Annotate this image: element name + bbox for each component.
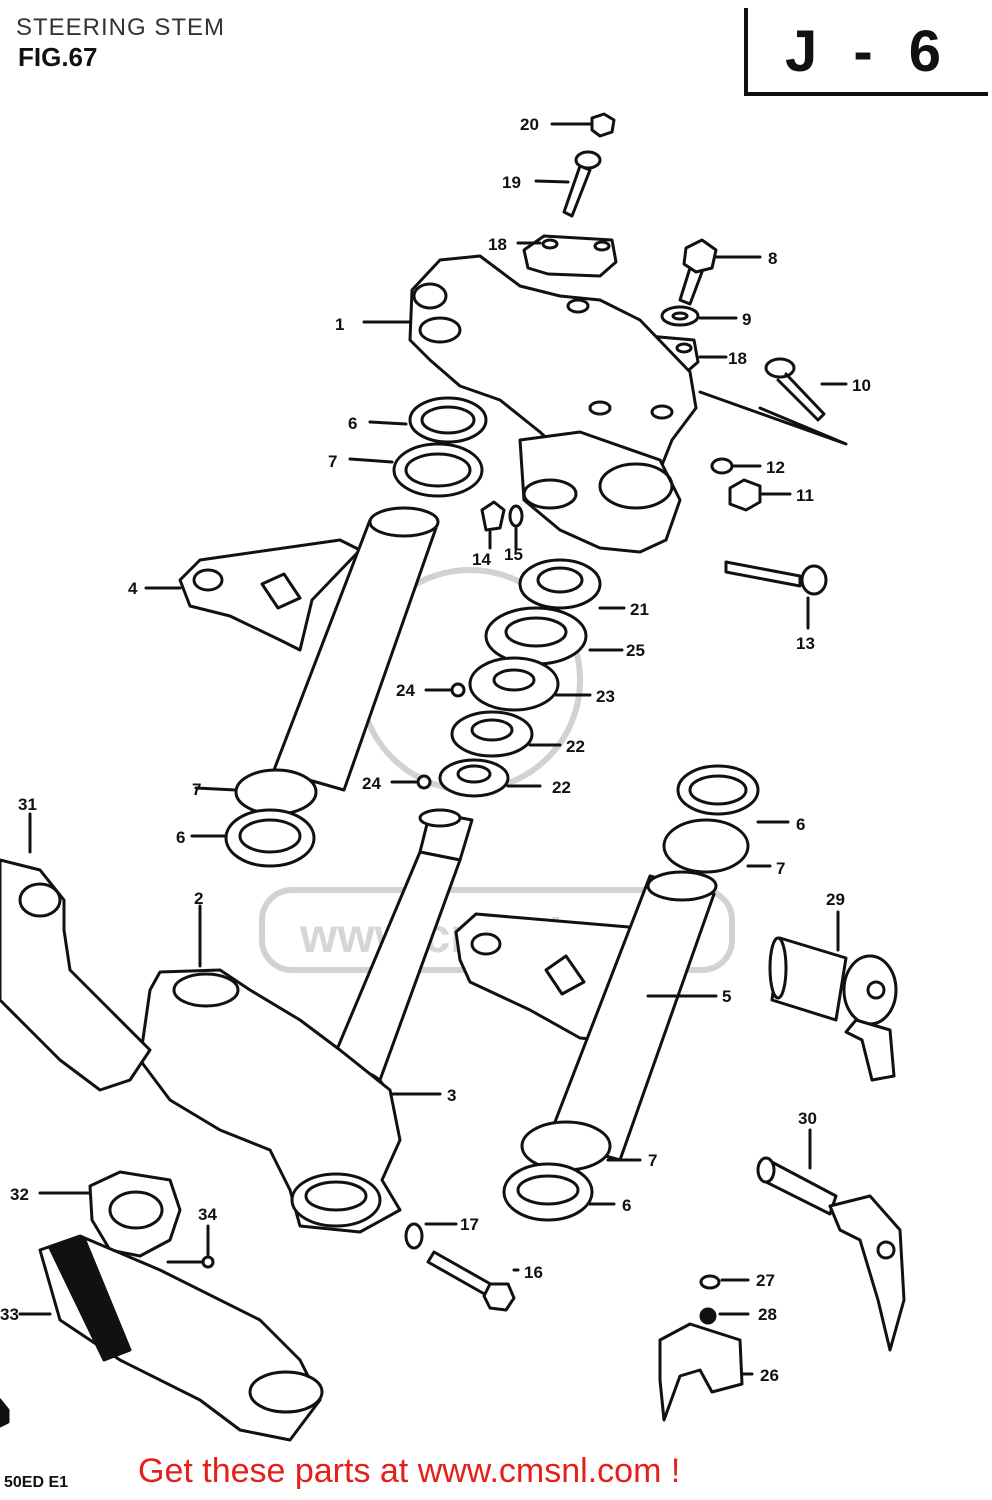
part-16-bolt (426, 1250, 520, 1312)
part-1-upper-bracket (362, 254, 698, 554)
callout-22-lower: 22 (552, 778, 571, 797)
part-26-lock-set (658, 1322, 754, 1422)
callout-24-upper: 24 (396, 681, 415, 700)
callout-34: 34 (198, 1205, 217, 1224)
callout-26: 26 (760, 1366, 779, 1385)
part-33-plate (18, 1234, 324, 1442)
part-9-washer (660, 305, 738, 327)
part-edge-fragment (0, 1398, 10, 1428)
callout-9: 9 (742, 310, 751, 329)
callout-12: 12 (766, 458, 785, 477)
callout-21: 21 (630, 600, 649, 619)
part-29-lock (768, 910, 898, 1082)
part-8-hex-bolt (678, 238, 762, 306)
callout-23: 23 (596, 687, 615, 706)
callout-24-lower: 24 (362, 774, 381, 793)
part-24-steel-ball-lower (390, 774, 432, 790)
callout-31: 31 (18, 795, 37, 814)
callout-labels: 1 2 3 4 5 6 6 6 6 7 7 7 7 8 9 10 11 12 1… (0, 115, 871, 1385)
part-7-lower-left-ring (194, 768, 318, 816)
callout-28: 28 (758, 1305, 777, 1324)
callout-30: 30 (798, 1109, 817, 1128)
part-11-nut (728, 478, 792, 512)
part-20-cap-nut (550, 112, 616, 138)
part-13-pinch-bolt (724, 560, 828, 630)
part-7-right-upper-ring (662, 818, 772, 874)
part-14-cap (480, 500, 506, 550)
part-24-steel-ball-upper (424, 682, 466, 698)
callout-6-upper-left: 6 (348, 414, 357, 433)
callout-7-upper-left: 7 (328, 452, 337, 471)
part-19-bolt (534, 150, 602, 218)
callout-27: 27 (756, 1271, 775, 1290)
part-25-seal (484, 606, 624, 666)
callout-32: 32 (10, 1185, 29, 1204)
callout-25: 25 (626, 641, 645, 660)
callout-6-lower-left: 6 (176, 828, 185, 847)
part-6-upper-left-spring (368, 396, 488, 444)
callout-16: 16 (524, 1263, 543, 1282)
part-31-handlebar (0, 812, 152, 1092)
part-32-headlight-stay (38, 1170, 182, 1258)
callout-19: 19 (502, 173, 521, 192)
part-17-washer (404, 1222, 458, 1250)
part-12-lock-washer (710, 457, 762, 475)
callout-2: 2 (194, 889, 203, 908)
part-23-bearing-race (468, 656, 592, 712)
callout-4: 4 (128, 579, 138, 598)
callout-18-lower: 18 (728, 349, 747, 368)
callout-8: 8 (768, 249, 777, 268)
part-4-left-bracket (144, 506, 440, 792)
part-7-upper-left-ring (348, 442, 484, 498)
callout-7-right-lower: 7 (648, 1151, 657, 1170)
figure-number: FIG.67 (18, 42, 98, 72)
sheet-code: J - 6 (784, 19, 952, 84)
sheet-code-box: J - 6 (744, 8, 988, 96)
callout-7-lower-left: 7 (192, 780, 201, 799)
part-15-washer (508, 504, 524, 550)
callout-5: 5 (722, 987, 731, 1006)
part-2-lower-bracket (138, 904, 402, 1234)
callout-13: 13 (796, 634, 815, 653)
callout-6-right-upper: 6 (796, 815, 805, 834)
promo-link[interactable]: Get these parts at www.cmsnl.com ! (138, 1452, 681, 1490)
callout-10: 10 (852, 376, 871, 395)
part-30-ignition-cylinder (756, 1128, 906, 1352)
callout-20: 20 (520, 115, 539, 134)
part-28-washer (699, 1307, 750, 1325)
part-6-right-upper-spring (676, 764, 790, 824)
callout-33: 33 (0, 1305, 19, 1324)
part-34-bolt (166, 1224, 215, 1269)
callout-15: 15 (504, 545, 523, 564)
part-22-upper-race (450, 710, 562, 758)
part-10-bolt (698, 357, 848, 446)
callout-18-upper: 18 (488, 235, 507, 254)
part-6-right-lower-spring (502, 1162, 616, 1222)
callout-17: 17 (460, 1215, 479, 1234)
callout-29: 29 (826, 890, 845, 909)
part-6-lower-left-spring (190, 808, 316, 868)
part-18-upper-clamp (516, 234, 618, 278)
part-22-lower-race (438, 758, 542, 798)
callout-6-right-lower: 6 (622, 1196, 631, 1215)
callout-1: 1 (335, 315, 344, 334)
part-27-screw (699, 1274, 750, 1290)
callout-11: 11 (796, 486, 814, 505)
callout-22-upper: 22 (566, 737, 585, 756)
page-title: STEERING STEM (16, 14, 226, 41)
callout-3: 3 (447, 1086, 456, 1105)
model-code: 50ED E1 (4, 1474, 69, 1491)
part-21-bearing (518, 558, 626, 610)
part-5-right-bracket (454, 870, 718, 1162)
callout-14: 14 (472, 550, 491, 569)
callout-7-right-upper: 7 (776, 859, 785, 878)
